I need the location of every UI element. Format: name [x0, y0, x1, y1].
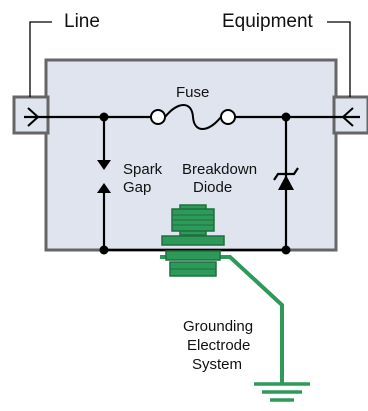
- line-terminal: [12, 95, 50, 135]
- grounding-label-line1: Grounding: [183, 318, 253, 335]
- ground-bolt-icon: [161, 204, 225, 277]
- line-label: Line: [64, 11, 100, 32]
- line-bracket: [29, 21, 52, 97]
- line-arrow: [27, 107, 40, 127]
- equipment-arrow: [341, 107, 354, 127]
- grounding-label-line3: System: [192, 356, 242, 373]
- breakdown-diode-label-line1: Breakdown: [182, 161, 257, 178]
- equipment-terminal: [332, 95, 368, 135]
- spark-gap-label-line1: Spark: [123, 161, 163, 178]
- equipment-bracket: [327, 21, 351, 97]
- grounding-label-line2: Electrode: [187, 337, 250, 354]
- zener-diode-icon: [273, 112, 299, 255]
- spark-gap-icon: [97, 112, 111, 255]
- fuse-label: Fuse: [176, 84, 209, 101]
- equipment-label: Equipment: [222, 11, 314, 32]
- breakdown-diode-label-line2: Diode: [193, 179, 232, 196]
- ground-symbol-icon: [254, 382, 310, 402]
- spark-gap-label-line2: Gap: [123, 179, 151, 196]
